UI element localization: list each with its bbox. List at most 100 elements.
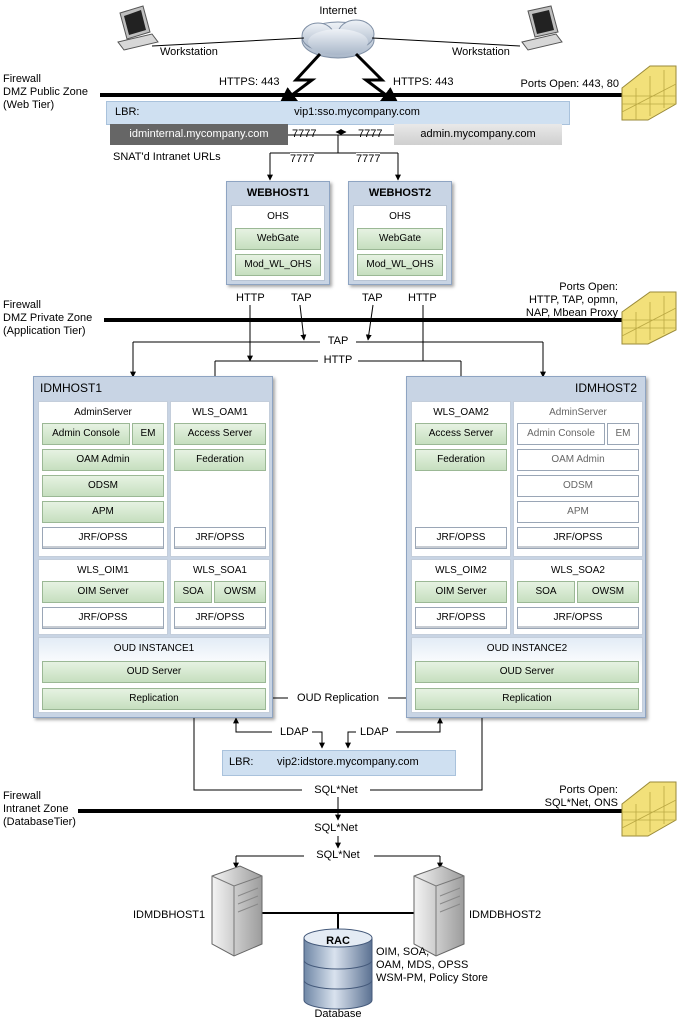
mod-wl-ohs2: Mod_WL_OHS bbox=[357, 254, 443, 276]
port-7777-left: 7777 bbox=[292, 128, 317, 140]
ohs2: OHS WebGate Mod_WL_OHS bbox=[353, 205, 447, 281]
replication2: Replication bbox=[415, 688, 639, 710]
workstation-right-icon bbox=[521, 5, 563, 51]
port-7777-wh2: 7777 bbox=[356, 153, 381, 166]
firewall-wall-3-icon bbox=[621, 781, 677, 837]
owsm2: OWSM bbox=[577, 581, 639, 603]
wls-oam1: WLS_OAM1 Access Server Federation JRF/OP… bbox=[170, 401, 270, 557]
adminserver2-title: AdminServer bbox=[549, 407, 607, 418]
sqlnet-bottom-label: SQL*Net bbox=[316, 849, 360, 861]
odsm1: ODSM bbox=[42, 475, 164, 497]
ports-open-web: Ports Open: 443, 80 bbox=[520, 78, 619, 90]
jrf-opss-oim2: JRF/OPSS bbox=[415, 607, 507, 629]
jrf-opss-oam1: JRF/OPSS bbox=[174, 527, 266, 549]
idmhost1-title: IDMHOST1 bbox=[40, 381, 103, 395]
workstation-left-icon bbox=[117, 5, 159, 51]
wls-soa1: WLS_SOA1 SOA OWSM JRF/OPSS bbox=[170, 559, 270, 635]
ports-open-app: Ports Open: HTTP, TAP, opmn, NAP, Mbean … bbox=[525, 281, 618, 319]
idmdbhost2-label: IDMDBHOST2 bbox=[469, 909, 542, 921]
ldap-right-label: LDAP bbox=[360, 726, 389, 738]
oam-admin2: OAM Admin bbox=[517, 449, 639, 471]
idmhost1: IDMHOST1 AdminServer Admin Console EM OA… bbox=[33, 376, 273, 718]
access-server1: Access Server bbox=[174, 423, 266, 445]
oud-replication-label: OUD Replication bbox=[297, 692, 379, 704]
zone-intranet-label: Firewall Intranet Zone (DatabaseTier) bbox=[3, 790, 76, 828]
wls-oam2: WLS_OAM2 Access Server Federation JRF/OP… bbox=[411, 401, 511, 557]
jrf-opss-soa1: JRF/OPSS bbox=[174, 607, 266, 629]
soa2: SOA bbox=[517, 581, 575, 603]
jrf-opss-admin1: JRF/OPSS bbox=[42, 527, 164, 549]
lbr2-label: LBR: bbox=[229, 756, 254, 768]
wls-oim1-title: WLS_OIM1 bbox=[77, 565, 129, 576]
snat-label: SNAT'd Intranet URLs bbox=[113, 151, 221, 163]
oud-instance1-title: OUD INSTANCE1 bbox=[113, 643, 195, 654]
sqlnet-top-label: SQL*Net bbox=[314, 784, 358, 796]
wls-oim2-title: WLS_OIM2 bbox=[435, 565, 487, 576]
apm1: APM bbox=[42, 501, 164, 523]
http-label-wh1: HTTP bbox=[236, 292, 265, 304]
em1: EM bbox=[132, 423, 164, 445]
adminserver1-title: AdminServer bbox=[74, 407, 132, 418]
tap-label-wh2: TAP bbox=[362, 292, 383, 304]
federation2: Federation bbox=[415, 449, 507, 471]
oud-instance2: OUD INSTANCE2 OUD Server Replication bbox=[411, 637, 643, 713]
sqlnet-mid-label: SQL*Net bbox=[314, 822, 358, 834]
workstation-left-label: Workstation bbox=[160, 46, 218, 58]
lbr-vip1: LBR: vip1:sso.mycompany.com bbox=[106, 101, 570, 125]
soa1: SOA bbox=[174, 581, 212, 603]
oam-admin1: OAM Admin bbox=[42, 449, 164, 471]
wls-soa2-title: WLS_SOA2 bbox=[551, 565, 605, 576]
idmhost2: IDMHOST2 WLS_OAM2 Access Server Federati… bbox=[406, 376, 646, 718]
ldap-left-label: LDAP bbox=[280, 726, 309, 738]
lbr-label: LBR: bbox=[115, 106, 140, 118]
wls-soa2: WLS_SOA2 SOA OWSM JRF/OPSS bbox=[513, 559, 643, 635]
oud-instance1: OUD INSTANCE1 OUD Server Replication bbox=[38, 637, 270, 713]
https-left-label: HTTPS: 443 bbox=[219, 76, 280, 88]
wls-oim1: WLS_OIM1 OIM Server JRF/OPSS bbox=[38, 559, 168, 635]
vip2-label: vip2:idstore.mycompany.com bbox=[277, 756, 419, 768]
workstation-right-label: Workstation bbox=[452, 46, 510, 58]
idmdbhost1-label: IDMDBHOST1 bbox=[133, 909, 206, 921]
rac-label: RAC bbox=[326, 935, 350, 947]
replication1: Replication bbox=[42, 688, 266, 710]
oud-server2: OUD Server bbox=[415, 661, 639, 683]
vip1-label: vip1:sso.mycompany.com bbox=[294, 106, 420, 118]
webhost2: WEBHOST2 OHS WebGate Mod_WL_OHS bbox=[348, 181, 452, 285]
lbr-vip2: LBR: vip2:idstore.mycompany.com bbox=[222, 750, 456, 776]
ohs2-title: OHS bbox=[389, 211, 411, 222]
adminserver2: AdminServer Admin Console EM OAM Admin O… bbox=[513, 401, 643, 557]
database-contents: OIM, SOA, OAM, MDS, OPSS WSM-PM, Policy … bbox=[376, 946, 488, 984]
webhost1: WEBHOST1 OHS WebGate Mod_WL_OHS bbox=[226, 181, 330, 285]
em2: EM bbox=[607, 423, 639, 445]
webgate1: WebGate bbox=[235, 228, 321, 250]
admin-console1: Admin Console bbox=[42, 423, 130, 445]
idmhost2-title: IDMHOST2 bbox=[574, 381, 637, 395]
database-label: Database bbox=[314, 1008, 362, 1020]
webgate2: WebGate bbox=[357, 228, 443, 250]
ohs1: OHS WebGate Mod_WL_OHS bbox=[231, 205, 325, 281]
access-server2: Access Server bbox=[415, 423, 507, 445]
internet-label: Internet bbox=[319, 5, 357, 17]
http-bus-label: HTTP bbox=[318, 354, 358, 367]
db-server-right-icon bbox=[413, 865, 465, 957]
wls-oam1-title: WLS_OAM1 bbox=[192, 407, 248, 418]
jrf-opss-oim1: JRF/OPSS bbox=[42, 607, 164, 629]
jrf-opss-oam2: JRF/OPSS bbox=[415, 527, 507, 549]
oud-instance2-title: OUD INSTANCE2 bbox=[486, 643, 568, 654]
internet-cloud-icon bbox=[301, 19, 375, 59]
firewall-wall-2-icon bbox=[621, 291, 677, 345]
oim-server2: OIM Server bbox=[415, 581, 507, 603]
adminserver1: AdminServer Admin Console EM OAM Admin O… bbox=[38, 401, 168, 557]
tap-label-wh1: TAP bbox=[291, 292, 312, 304]
owsm1: OWSM bbox=[214, 581, 266, 603]
webhost2-title: WEBHOST2 bbox=[368, 187, 432, 199]
http-label-wh2: HTTP bbox=[408, 292, 437, 304]
federation1: Federation bbox=[174, 449, 266, 471]
wls-oim2: WLS_OIM2 OIM Server JRF/OPSS bbox=[411, 559, 511, 635]
db-server-left-icon bbox=[211, 865, 263, 957]
firewall-wall-1-icon bbox=[621, 65, 677, 121]
https-right-label: HTTPS: 443 bbox=[393, 76, 454, 88]
apm2: APM bbox=[517, 501, 639, 523]
admin-console2: Admin Console bbox=[517, 423, 605, 445]
